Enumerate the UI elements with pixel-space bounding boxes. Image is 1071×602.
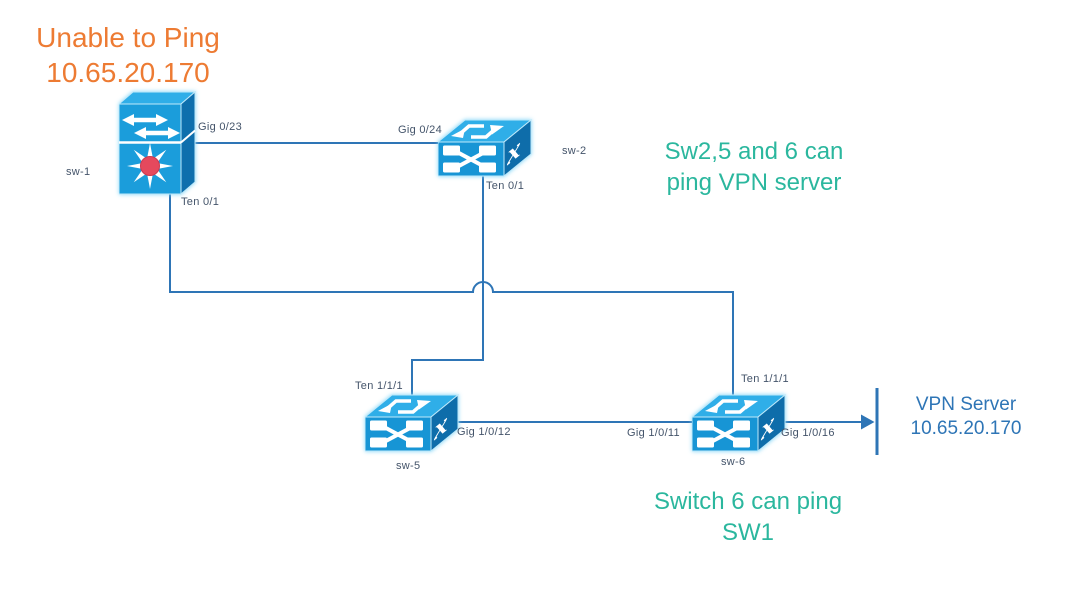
port-label-sw1-gig023: Gig 0/23 — [198, 121, 242, 133]
port-label-sw2-ten01: Ten 0/1 — [486, 180, 525, 192]
switch-sw6: x — [690, 393, 788, 460]
port-label-sw6-gig1016: Gig 1/0/16 — [781, 427, 835, 439]
port-label-sw5-ten111: Ten 1/1/1 — [355, 380, 403, 392]
switch-sw1 — [117, 90, 197, 200]
top-arrows-icon — [378, 399, 431, 414]
switch-x-glyph-icon: x — [760, 405, 774, 447]
note-line: ping VPN server — [666, 169, 842, 196]
switching-arrows-icon — [122, 114, 180, 139]
switch-sw2: x — [436, 118, 534, 185]
label-sw6: sw-6 — [721, 456, 746, 468]
note-sw6-ping: Switch 6 can ping SW1 — [618, 486, 878, 548]
port-label-sw5-gig1012: Gig 1/0/12 — [457, 426, 511, 438]
title-unable-to-ping: Unable to Ping 10.65.20.170 — [20, 20, 236, 90]
port-label-sw6-gig1011: Gig 1/0/11 — [627, 427, 680, 439]
switch-sw5: x — [363, 393, 461, 460]
workgroup-switch-icon: x — [363, 393, 460, 453]
port-label-sw6-ten111: Ten 1/1/1 — [741, 373, 789, 385]
title-line-1: Unable to Ping — [36, 22, 220, 53]
title-line-2: 10.65.20.170 — [46, 57, 210, 88]
crossbar-x-icon — [456, 150, 486, 169]
workgroup-switch-icon: x — [436, 118, 533, 178]
link-sw1-sw6 — [169, 188, 734, 400]
top-arrows-icon — [705, 399, 758, 414]
vpn-server-ip: 10.65.20.170 — [910, 418, 1022, 439]
label-sw2: sw-2 — [562, 145, 587, 157]
link-sw2-sw5 — [411, 172, 484, 400]
workgroup-switch-icon: x — [690, 393, 787, 453]
hub-core-icon — [140, 156, 160, 176]
switch-x-glyph-icon: x — [433, 405, 447, 447]
port-label-sw2-gig024: Gig 0/24 — [398, 124, 442, 136]
top-arrows-icon — [451, 124, 504, 139]
vpn-server-label: VPN Server 10.65.20.170 — [893, 393, 1039, 441]
note-line: SW1 — [721, 519, 774, 546]
label-sw5: sw-5 — [396, 460, 421, 472]
port-label-sw1-ten01: Ten 0/1 — [181, 196, 220, 208]
crossbar-x-icon — [710, 425, 740, 444]
note-line: Switch 6 can ping — [653, 488, 843, 515]
multilayer-switch-icon — [117, 90, 197, 196]
note-line: Sw2,5 and 6 can — [664, 138, 844, 165]
port-blocks-icon — [370, 420, 423, 448]
crossbar-x-icon — [383, 425, 413, 444]
vpn-server-name: VPN Server — [915, 394, 1017, 415]
note-vpn-reachable: Sw2,5 and 6 can ping VPN server — [640, 136, 868, 198]
arrowhead-to-vpn — [861, 414, 875, 430]
switch-x-glyph-icon: x — [506, 130, 520, 172]
label-sw1: sw-1 — [66, 166, 91, 178]
